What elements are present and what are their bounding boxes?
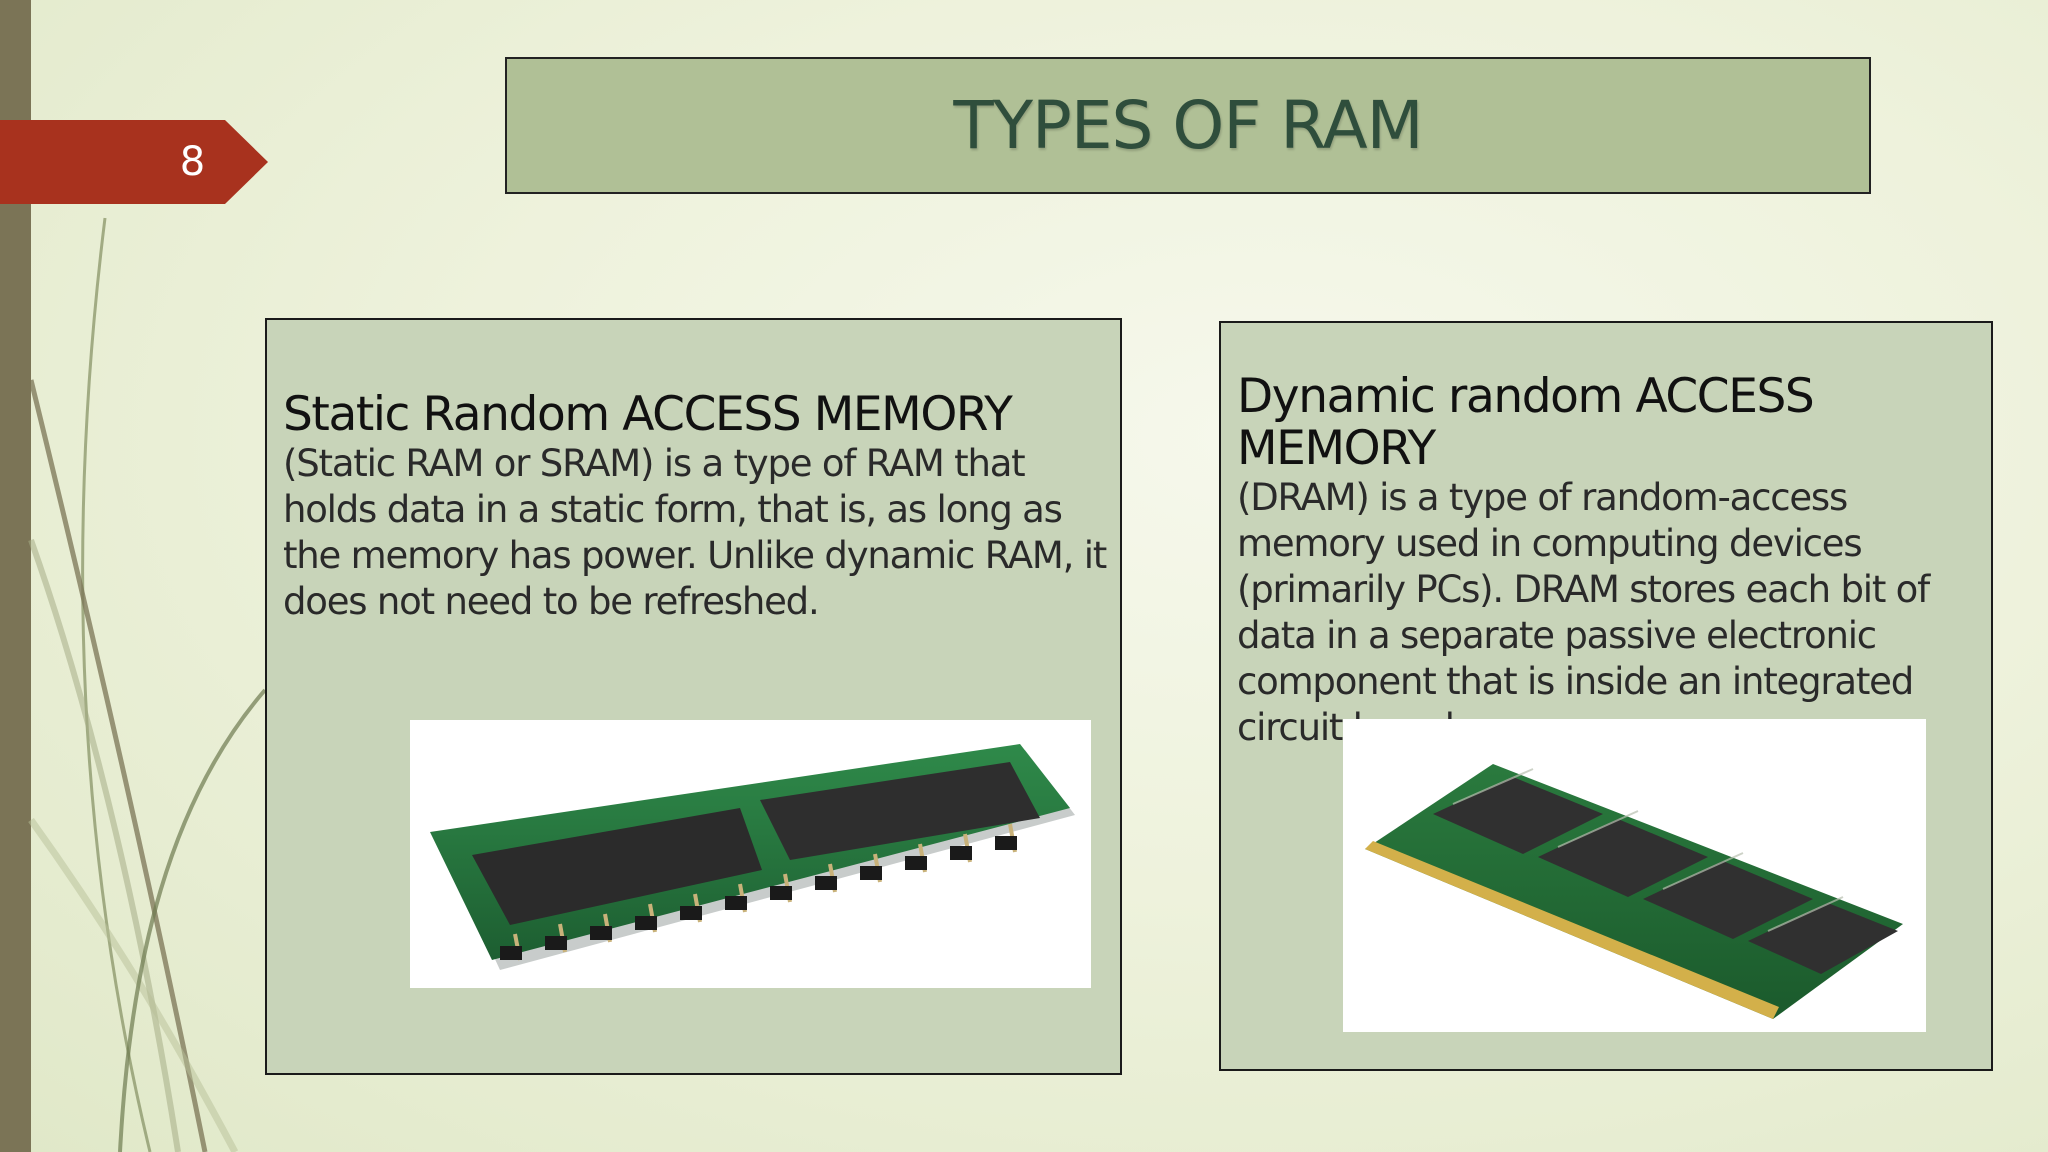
slide-title: TYPES OF RAM [953,87,1423,164]
dram-card: Dynamic random ACCESS MEMORY (DRAM) is a… [1219,321,1993,1071]
decorative-curves [28,217,267,1152]
sram-body: (Static RAM or SRAM) is a type of RAM th… [283,442,1107,623]
dram-body: (DRAM) is a type of random-access memory… [1237,476,1930,749]
sram-card: Static Random ACCESS MEMORY (Static RAM … [265,318,1122,1075]
dram-heading: Dynamic random ACCESS MEMORY [1237,369,1815,476]
sram-description: Static Random ACCESS MEMORY (Static RAM … [283,391,1113,625]
slide-number-tab: 8 [0,120,268,204]
title-box: TYPES OF RAM [505,57,1871,194]
sram-heading: Static Random ACCESS MEMORY [283,387,1013,442]
slide-number: 8 [179,139,206,185]
dram-module-image [1343,719,1926,1032]
dram-description: Dynamic random ACCESS MEMORY (DRAM) is a… [1237,371,1989,751]
sram-chip-image [410,720,1091,988]
